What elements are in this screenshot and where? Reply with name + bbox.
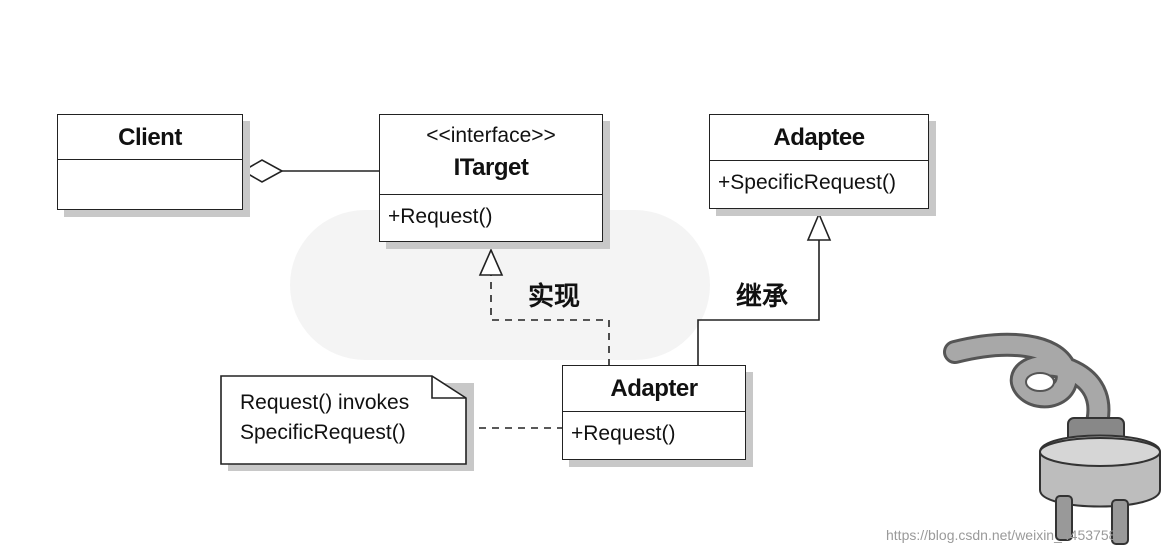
operation: +Request() xyxy=(388,205,493,228)
realization-connector xyxy=(478,248,610,366)
operation: +SpecificRequest() xyxy=(718,171,896,194)
note-line-2: SpecificRequest() xyxy=(240,421,406,444)
aggregation-connector xyxy=(241,159,380,183)
class-name: ITarget xyxy=(453,154,529,181)
class-name: Adaptee xyxy=(710,115,928,161)
watermark-text: https://blog.csdn.net/weixin_44537586 xyxy=(886,527,1125,543)
note-line-1: Request() invokes xyxy=(240,391,410,414)
class-name: Adapter xyxy=(563,366,745,412)
oreilly-watermark-logo xyxy=(290,210,710,360)
inheritance-label: 继承 xyxy=(736,282,789,312)
note-shape xyxy=(220,375,474,471)
plug-illustration xyxy=(943,332,1161,545)
note-text: Request() invokes SpecificRequest() xyxy=(240,388,409,448)
generalization-connector xyxy=(697,211,832,366)
class-adaptee: Adaptee +SpecificRequest() xyxy=(709,114,929,209)
class-adapter: Adapter +Request() xyxy=(562,365,746,460)
class-client: Client xyxy=(57,114,243,210)
stereotype-label: <<interface>> xyxy=(426,124,556,147)
operation: +Request() xyxy=(571,422,676,445)
realization-label: 实现 xyxy=(528,282,581,312)
class-itarget: <<interface>> ITarget +Request() xyxy=(379,114,603,242)
class-name: Client xyxy=(58,115,242,160)
class-header: <<interface>> ITarget xyxy=(380,115,602,195)
